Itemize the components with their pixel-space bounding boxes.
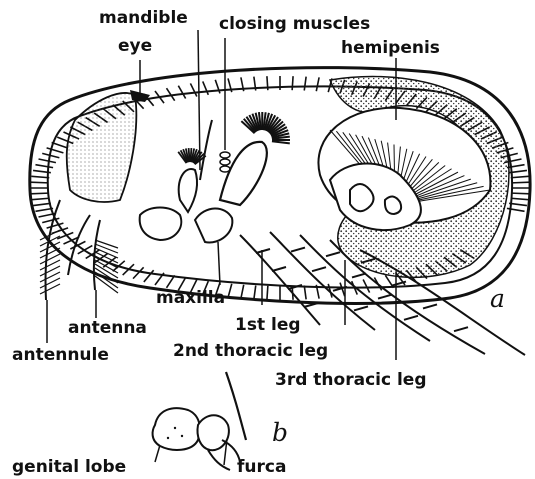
figure-letter-b: b — [272, 420, 288, 445]
label-closing-muscles: closing muscles — [219, 16, 370, 33]
label-mandible: mandible — [99, 10, 188, 27]
label-1st-leg: 1st leg — [235, 317, 301, 334]
label-furca: furca — [237, 459, 286, 476]
label-antennule: antennule — [12, 347, 109, 364]
label-2nd-thoracic-leg: 2nd thoracic leg — [173, 343, 328, 360]
label-eye: eye — [118, 38, 152, 55]
figure-b-drawing — [153, 372, 246, 470]
label-maxilla: maxilla — [156, 290, 225, 307]
figure-letter-a: a — [490, 286, 505, 311]
label-genital-lobe: genital lobe — [12, 459, 126, 476]
label-hemipenis: hemipenis — [341, 40, 440, 57]
label-3rd-thoracic-leg: 3rd thoracic leg — [275, 372, 427, 389]
label-antenna: antenna — [68, 320, 147, 337]
